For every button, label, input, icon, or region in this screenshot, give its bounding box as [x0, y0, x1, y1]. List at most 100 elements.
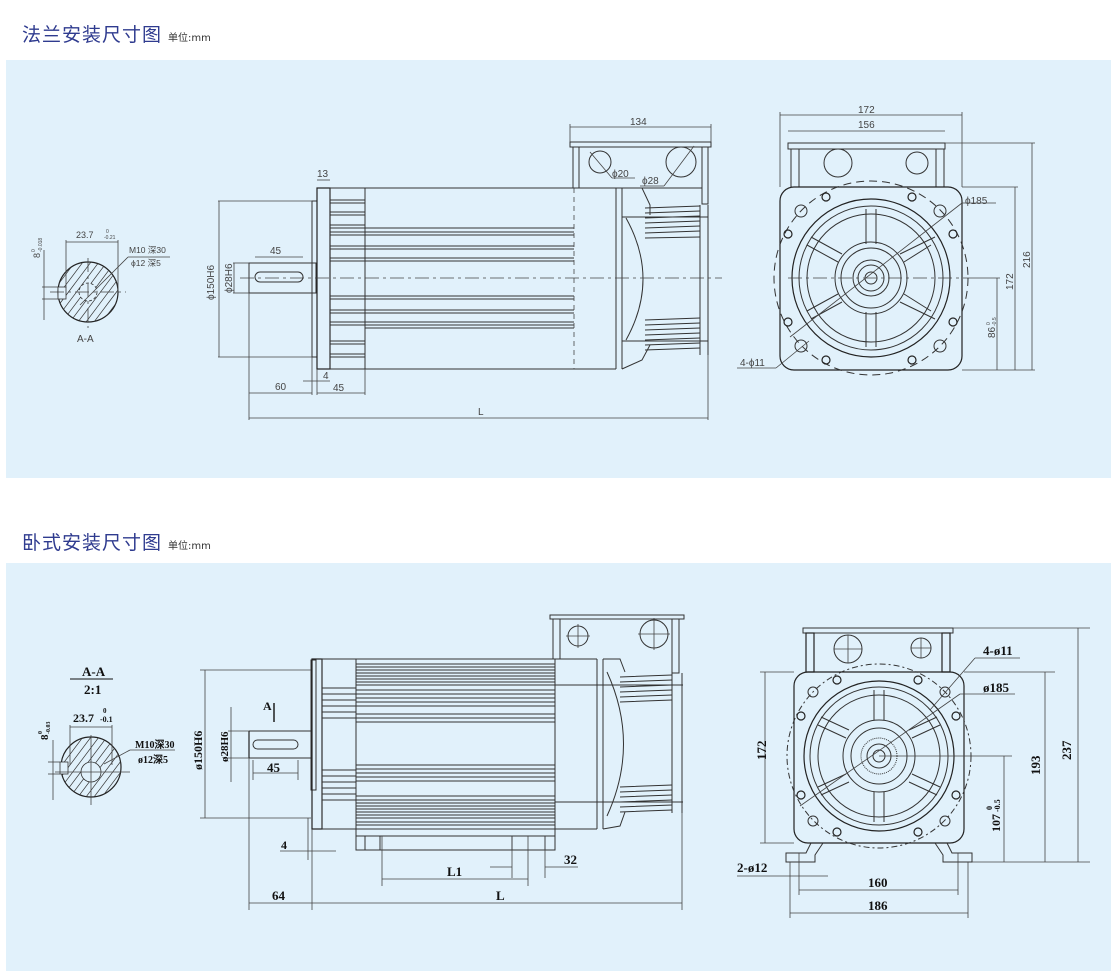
flange-plate — [316, 187, 331, 370]
pilot-spigot — [310, 659, 317, 791]
aa-hole-note: ϕ12 深5 — [131, 258, 161, 268]
gland-hole-large — [665, 146, 697, 178]
aa-label: A-A — [77, 334, 94, 345]
section-a-a-view: 23.7 0 -0.21 8 0 -0.018 M10 深30 ϕ12 深5 A… — [31, 229, 170, 345]
horizontal-title: 卧式安装尺寸图 — [22, 532, 163, 554]
aa-key-tol-upper: 0 — [31, 249, 37, 252]
gland-large-label: ϕ28 — [642, 176, 659, 187]
motor-end-view: ϕ185 4-ϕ11 172 156 216 172 86 0 -0.5 — [737, 105, 1035, 376]
flange-length: 45 — [333, 383, 345, 394]
foot-width: 32 — [564, 852, 577, 867]
shaft-length: 64 — [272, 888, 286, 903]
motor-side-view: ϕ20 ϕ28 134 13 ϕ150H6 ϕ28H6 45 60 4 45 — [206, 117, 722, 420]
horizontal-unit: 单位:mm — [168, 541, 211, 552]
foot-width: 186 — [868, 898, 888, 913]
total-length: L — [478, 407, 484, 418]
shaft-diameter: ø28H6 — [219, 731, 231, 762]
aa2-hole-note: ø12深5 — [138, 753, 168, 766]
section-marker: A — [263, 699, 272, 713]
section-title-horizontal: 卧式安装尺寸图 单位:mm — [22, 528, 211, 555]
motor-end-view: ø185 4-ø11 172 237 193 107 0 -0.5 160 18… — [737, 627, 1090, 918]
end-height-193: 193 — [1028, 755, 1043, 775]
end-center-height: 107 — [989, 814, 1003, 832]
end-pcd-label: ϕ185 — [965, 196, 988, 207]
end-spokes — [817, 690, 941, 822]
end-height-total: 237 — [1059, 740, 1074, 760]
gland-small-label: ϕ20 — [612, 169, 629, 180]
end-mount-holes-label: 4-ϕ11 — [740, 358, 765, 369]
bolt-holes — [783, 192, 958, 365]
end-center-height: 86 — [987, 326, 998, 338]
cooling-fins — [329, 199, 574, 358]
terminal-box — [549, 614, 685, 674]
aa2-key-tol-upper: 0 — [38, 731, 44, 734]
terminal-box-width: 134 — [630, 117, 647, 128]
aa2-thread-note: M10深30 — [135, 738, 174, 751]
end-spokes — [806, 209, 936, 347]
end-center-tol-upper: 0 — [986, 322, 992, 325]
foot-holes-label: 2-ø12 — [737, 860, 767, 875]
base-rail — [355, 828, 556, 837]
flange-drawing-panel: 23.7 0 -0.21 8 0 -0.018 M10 深30 ϕ12 深5 A… — [6, 60, 1111, 478]
end-height-frame: 172 — [1005, 273, 1016, 290]
right-foot — [934, 842, 973, 863]
rear-fins — [644, 205, 701, 351]
rear-cover — [621, 187, 651, 370]
total-length: L — [496, 888, 505, 903]
flange-thickness: 13 — [317, 169, 329, 180]
terminal-box-lid — [802, 627, 954, 634]
gland-hole-small — [588, 150, 612, 174]
cooling-fins — [322, 658, 555, 830]
keyway — [254, 271, 304, 283]
aa-key-tol-lower: -0.018 — [38, 238, 44, 252]
left-foot — [785, 842, 824, 863]
key-length: 45 — [270, 246, 282, 257]
aa-key-dim: 8 — [32, 253, 42, 258]
end-center-tol-lower: -0.5 — [992, 317, 998, 326]
aa2-width-tol-lower: -0.1 — [100, 715, 113, 724]
terminal-box: ϕ20 ϕ28 — [569, 141, 712, 205]
end-height-total: 216 — [1022, 251, 1033, 268]
aa2-key-dim: 8 — [39, 734, 51, 740]
flange-title: 法兰安装尺寸图 — [22, 24, 163, 46]
end-center-tol-lower: -0.5 — [993, 799, 1002, 812]
aa-width-dim: 23.7 — [76, 230, 94, 240]
horizontal-drawing: A-A 2:1 23.7 0 -0.1 8 0 — [38, 614, 1090, 918]
end-center-tol-upper: 0 — [985, 806, 994, 810]
pilot-depth: 4 — [281, 838, 287, 852]
key-length: 45 — [267, 760, 281, 775]
foot-spacing: L1 — [447, 864, 462, 879]
end-mount-holes-label: 4-ø11 — [983, 643, 1013, 658]
section-title-flange: 法兰安装尺寸图 单位:mm — [22, 20, 211, 47]
pilot-depth: 4 — [323, 371, 329, 382]
pilot-diameter: ϕ150H6 — [206, 264, 217, 300]
section-a-a-view: A-A 2:1 23.7 0 -0.1 8 0 — [38, 664, 175, 805]
end-frame — [793, 671, 965, 844]
flange-drawing: 23.7 0 -0.21 8 0 -0.018 M10 深30 ϕ12 深5 A… — [31, 105, 1035, 420]
bolt-holes — [796, 675, 961, 837]
horizontal-drawing-panel: A-A 2:1 23.7 0 -0.1 8 0 — [6, 563, 1111, 971]
end-box-width: 156 — [858, 120, 875, 131]
end-overall-width: 172 — [858, 105, 875, 116]
motor-side-view: A ø150H6 ø28H6 45 4 64 L1 32 L — [191, 614, 685, 910]
pilot-diameter: ø150H6 — [191, 731, 205, 770]
flange-unit: 单位:mm — [168, 33, 211, 44]
foot-hole-spacing: 160 — [868, 875, 888, 890]
aa2-label: A-A — [82, 664, 106, 679]
end-pcd-label: ø185 — [983, 680, 1010, 695]
shaft-length: 60 — [275, 382, 287, 393]
shaft-diameter: ϕ28H6 — [224, 263, 235, 293]
aa-width-tol-lower: -0.21 — [104, 235, 116, 241]
aa2-key-tol-lower: -0.03 — [46, 722, 52, 735]
aa2-width-dim: 23.7 — [73, 711, 94, 725]
rear-fins — [619, 674, 673, 813]
aa-width-tol-upper: 0 — [106, 229, 109, 235]
end-frame — [779, 186, 963, 371]
flange-plate — [311, 658, 323, 830]
keyway — [252, 739, 299, 750]
aa2-width-tol-upper: 0 — [103, 707, 107, 715]
aa2-scale: 2:1 — [84, 682, 101, 697]
aa-thread-note: M10 深30 — [129, 245, 166, 255]
terminal-box-lid — [787, 142, 946, 150]
end-frame-height: 172 — [754, 741, 769, 761]
